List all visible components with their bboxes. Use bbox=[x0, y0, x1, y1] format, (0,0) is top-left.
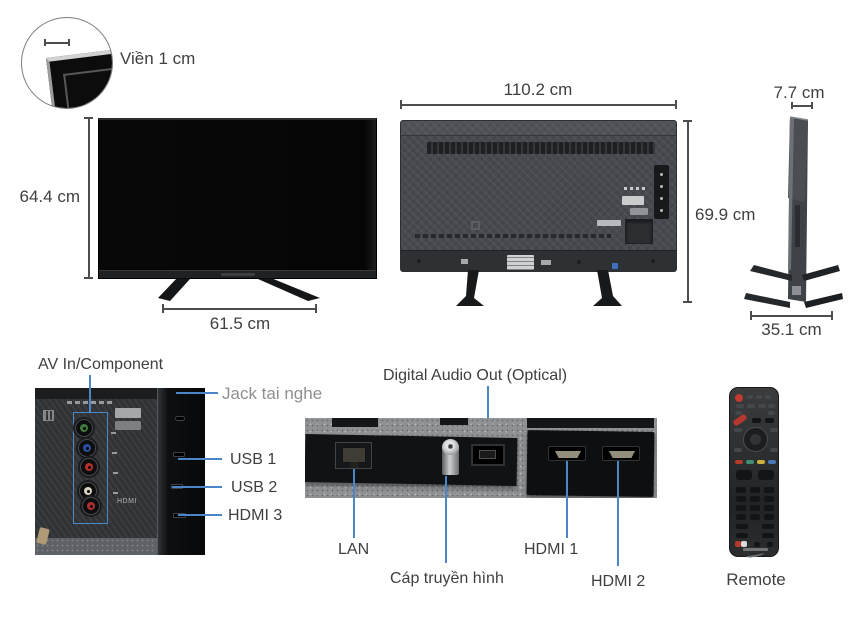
hdmi1-port bbox=[548, 446, 586, 461]
hdmi1-leader-line bbox=[566, 461, 568, 538]
rating-sticker bbox=[507, 255, 534, 270]
optical-port bbox=[471, 444, 505, 466]
front-height-label: 64.4 cm bbox=[19, 187, 80, 206]
usb1-label: USB 1 bbox=[230, 451, 277, 468]
tv-side-view bbox=[744, 116, 843, 308]
component-pr-jack bbox=[80, 458, 98, 476]
table-surface bbox=[35, 538, 157, 555]
usb1-leader-line bbox=[178, 458, 222, 460]
antenna-leader-line bbox=[445, 476, 447, 563]
back-height-dimension bbox=[683, 120, 692, 303]
front-height-dimension bbox=[84, 117, 93, 279]
remote-netflix-button bbox=[732, 413, 748, 427]
hdmi2-label: HDMI 2 bbox=[591, 573, 646, 590]
tv-back-stickers bbox=[622, 187, 652, 217]
side-connector-band bbox=[157, 388, 205, 555]
remote-blue-button bbox=[768, 460, 776, 464]
remote-swoosh-accent bbox=[745, 550, 765, 559]
tv-back-bottom-strip bbox=[401, 250, 676, 272]
front-stand-width-dimension bbox=[162, 304, 317, 313]
lan-port bbox=[335, 442, 372, 469]
panel-sticker-2 bbox=[115, 421, 141, 430]
tv-back-vesa-mark bbox=[471, 221, 480, 230]
remote-brand-mark bbox=[743, 548, 768, 551]
tv-corner-screen-edge bbox=[63, 60, 112, 108]
av-audio-l-jack bbox=[79, 482, 97, 500]
tv-corner-bezel bbox=[46, 44, 112, 108]
hdmi3-leader-line bbox=[178, 514, 222, 516]
hdmi-print-label: HDMI bbox=[117, 498, 137, 505]
av-label: AV In/Component bbox=[38, 356, 164, 373]
brand-mark bbox=[220, 273, 255, 276]
tv-back-lower-vents bbox=[415, 234, 611, 238]
tv-back-legs bbox=[456, 270, 622, 306]
chassis-tab-3 bbox=[527, 418, 654, 428]
chassis-tab bbox=[332, 418, 378, 427]
hdmi2-leader-line bbox=[617, 461, 619, 566]
remote-label: Remote bbox=[726, 570, 786, 589]
tv-front-legs bbox=[158, 278, 320, 301]
optical-label: Digital Audio Out (Optical) bbox=[383, 367, 568, 384]
hdmi3-label: HDMI 3 bbox=[228, 507, 283, 524]
tv-front-view bbox=[98, 118, 377, 279]
side-stand-depth-dimension bbox=[750, 311, 833, 320]
bezel-detail-circle bbox=[21, 17, 113, 109]
tv-back-connector-recess bbox=[625, 219, 653, 244]
usb2-label: USB 2 bbox=[231, 479, 278, 496]
logo-dot bbox=[612, 263, 618, 269]
back-height-label: 69.9 cm bbox=[695, 205, 756, 224]
qr-sticker bbox=[43, 410, 54, 421]
tv-edge bbox=[35, 388, 205, 399]
side-depth-label: 7.7 cm bbox=[773, 83, 825, 102]
lan-leader-line bbox=[353, 469, 355, 538]
antenna-label: Cáp truyền hình bbox=[390, 570, 504, 587]
headphone-jack-port bbox=[175, 416, 185, 421]
optical-leader-line bbox=[487, 386, 489, 448]
lan-label: LAN bbox=[338, 541, 370, 558]
tv-back-port-panel bbox=[654, 165, 669, 219]
bezel-dimension-tick bbox=[44, 38, 70, 47]
remote-green-button bbox=[746, 460, 754, 464]
remote-yellow-button bbox=[757, 460, 765, 464]
panel-sticker bbox=[115, 408, 141, 418]
tv-back-label-strip bbox=[597, 220, 621, 226]
tv-back-vents bbox=[427, 142, 655, 154]
bottom-ports-photo bbox=[305, 418, 657, 498]
hdmi2-port bbox=[602, 446, 640, 461]
back-width-label: 110.2 cm bbox=[503, 80, 573, 99]
front-stand-width-label: 61.5 cm bbox=[209, 314, 271, 333]
component-y-jack bbox=[75, 419, 93, 437]
usb1-port bbox=[173, 452, 185, 457]
remote-ok-button bbox=[750, 434, 761, 445]
remote-power-button bbox=[735, 394, 743, 402]
hdmi1-label: HDMI 1 bbox=[524, 541, 579, 558]
side-depth-dimension bbox=[791, 101, 813, 110]
hdmi-connector-block bbox=[526, 430, 655, 497]
headphone-leader-line bbox=[176, 392, 218, 394]
back-width-dimension bbox=[400, 100, 677, 109]
tv-front-bottom-bezel bbox=[99, 270, 376, 278]
remote-record-button bbox=[735, 541, 741, 547]
usb2-leader-line bbox=[172, 486, 222, 488]
av-highlight-box bbox=[73, 412, 108, 524]
av-video-jack bbox=[82, 497, 100, 515]
chassis-tab-2 bbox=[440, 418, 468, 425]
av-leader-line bbox=[89, 375, 91, 412]
remote-control bbox=[729, 387, 779, 557]
side-ports-photo: HDMI bbox=[35, 388, 205, 555]
bezel-label: Viền 1 cm bbox=[120, 49, 196, 68]
remote-red-button bbox=[735, 460, 743, 464]
headphone-label: Jack tai nghe bbox=[222, 384, 323, 403]
side-stand-depth-label: 35.1 cm bbox=[761, 320, 822, 339]
component-pb-jack bbox=[78, 439, 96, 457]
tv-back-top-face bbox=[401, 121, 676, 136]
antenna-port bbox=[442, 439, 459, 475]
tv-back-view bbox=[400, 120, 677, 272]
